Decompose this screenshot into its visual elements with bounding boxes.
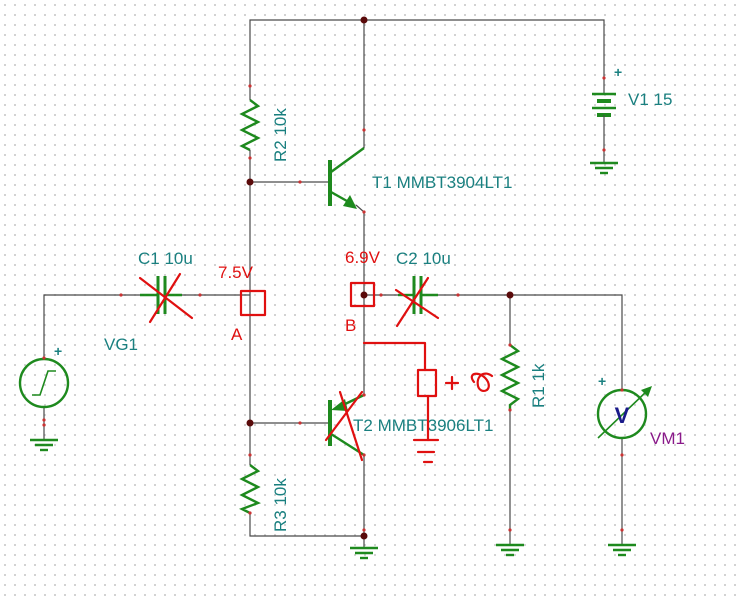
resistor-r1[interactable]: R1 1k — [499, 344, 548, 410]
battery-v1[interactable]: + V1 15 — [592, 64, 672, 118]
t1-name: T1 — [372, 173, 392, 192]
vm1-arrowhead — [641, 386, 652, 397]
r3-name: R3 — [271, 510, 290, 532]
wire-bottom-rail — [249, 513, 364, 537]
ground-vm1 — [608, 543, 636, 557]
v1-label: V1 15 — [628, 90, 672, 109]
t1-model: MMBT3904LT1 — [397, 173, 513, 192]
ground-v1 — [590, 161, 618, 175]
c2-label: C2 10u — [396, 249, 451, 268]
resistor-r2[interactable]: R2 10k — [239, 86, 290, 162]
t1-emitter-arrow — [343, 195, 357, 209]
sketch-resistor-to-ground — [362, 341, 494, 464]
c1-cross-mark — [138, 272, 194, 324]
c1-value: 10u — [164, 249, 192, 268]
junction-top — [360, 16, 368, 24]
transistor-t2[interactable]: T2 MMBT3906LT1 — [328, 393, 493, 457]
node-b-voltage: 6.9V — [345, 248, 381, 267]
c2-value: 10u — [422, 249, 450, 268]
c1-label: C1 10u — [138, 249, 193, 268]
vg1-plus: + — [54, 343, 62, 359]
junction-bottom — [360, 532, 368, 540]
vm1-label: VM1 — [650, 429, 685, 448]
t2-label: T2 MMBT3906LT1 — [353, 416, 493, 435]
r2-name: R2 — [271, 140, 290, 162]
resistor-r3[interactable]: R3 10k — [239, 455, 290, 532]
pin-markers — [42, 76, 624, 532]
c2-cross-mark — [394, 276, 440, 328]
vm1-plus: + — [598, 373, 606, 389]
junctions — [246, 16, 514, 540]
junction-t2-base — [246, 419, 254, 427]
annotations: 7.5V A 6.9V B — [138, 248, 494, 464]
r3-value: 10k — [271, 478, 290, 506]
ground-bottom — [350, 546, 378, 560]
node-b-label: B — [345, 316, 356, 335]
ground-vg1 — [30, 438, 58, 452]
t2-cross-mark — [324, 390, 364, 462]
wire-top-rail — [249, 19, 605, 86]
junction-node-b — [360, 291, 368, 299]
ground-r1 — [496, 543, 524, 557]
t2-model: MMBT3906LT1 — [378, 416, 494, 435]
junction-t1-base — [246, 178, 254, 186]
wire-r1-to-vm1 — [510, 294, 623, 390]
node-a-voltage: 7.5V — [218, 263, 254, 282]
node-a-label: A — [231, 325, 243, 344]
wire-vg1-to-c1 — [43, 294, 140, 358]
step-icon — [32, 370, 56, 396]
v1-value: 15 — [654, 90, 673, 109]
c2-name: C2 — [396, 249, 418, 268]
r3-label: R3 10k — [271, 478, 290, 532]
r1-label: R1 1k — [529, 363, 548, 408]
r1-value: 1k — [529, 363, 548, 381]
node-b-box — [349, 281, 376, 308]
voltmeter-vm1[interactable]: V + VM1 — [596, 373, 685, 448]
capacitor-c2[interactable]: C2 10u — [396, 249, 451, 314]
transistor-t1[interactable]: T1 MMBT3904LT1 — [328, 130, 512, 213]
node-a-box — [239, 289, 267, 317]
wires — [43, 19, 623, 548]
c1-name: C1 — [138, 249, 160, 268]
r2-label: R2 10k — [271, 108, 290, 162]
infinity-symbol — [470, 372, 494, 392]
r1-name: R1 — [529, 386, 548, 408]
v1-name: V1 — [628, 90, 649, 109]
capacitor-c1[interactable]: C1 10u — [138, 249, 193, 314]
t1-label: T1 MMBT3904LT1 — [372, 173, 512, 192]
vg1-label: VG1 — [104, 335, 138, 354]
generator-vg1[interactable]: + VG1 — [18, 335, 138, 409]
t2-name: T2 — [353, 416, 373, 435]
vm1-letter: V — [615, 403, 630, 428]
r2-value: 10k — [271, 108, 290, 136]
v1-plus: + — [614, 64, 622, 80]
junction-output — [506, 291, 514, 299]
